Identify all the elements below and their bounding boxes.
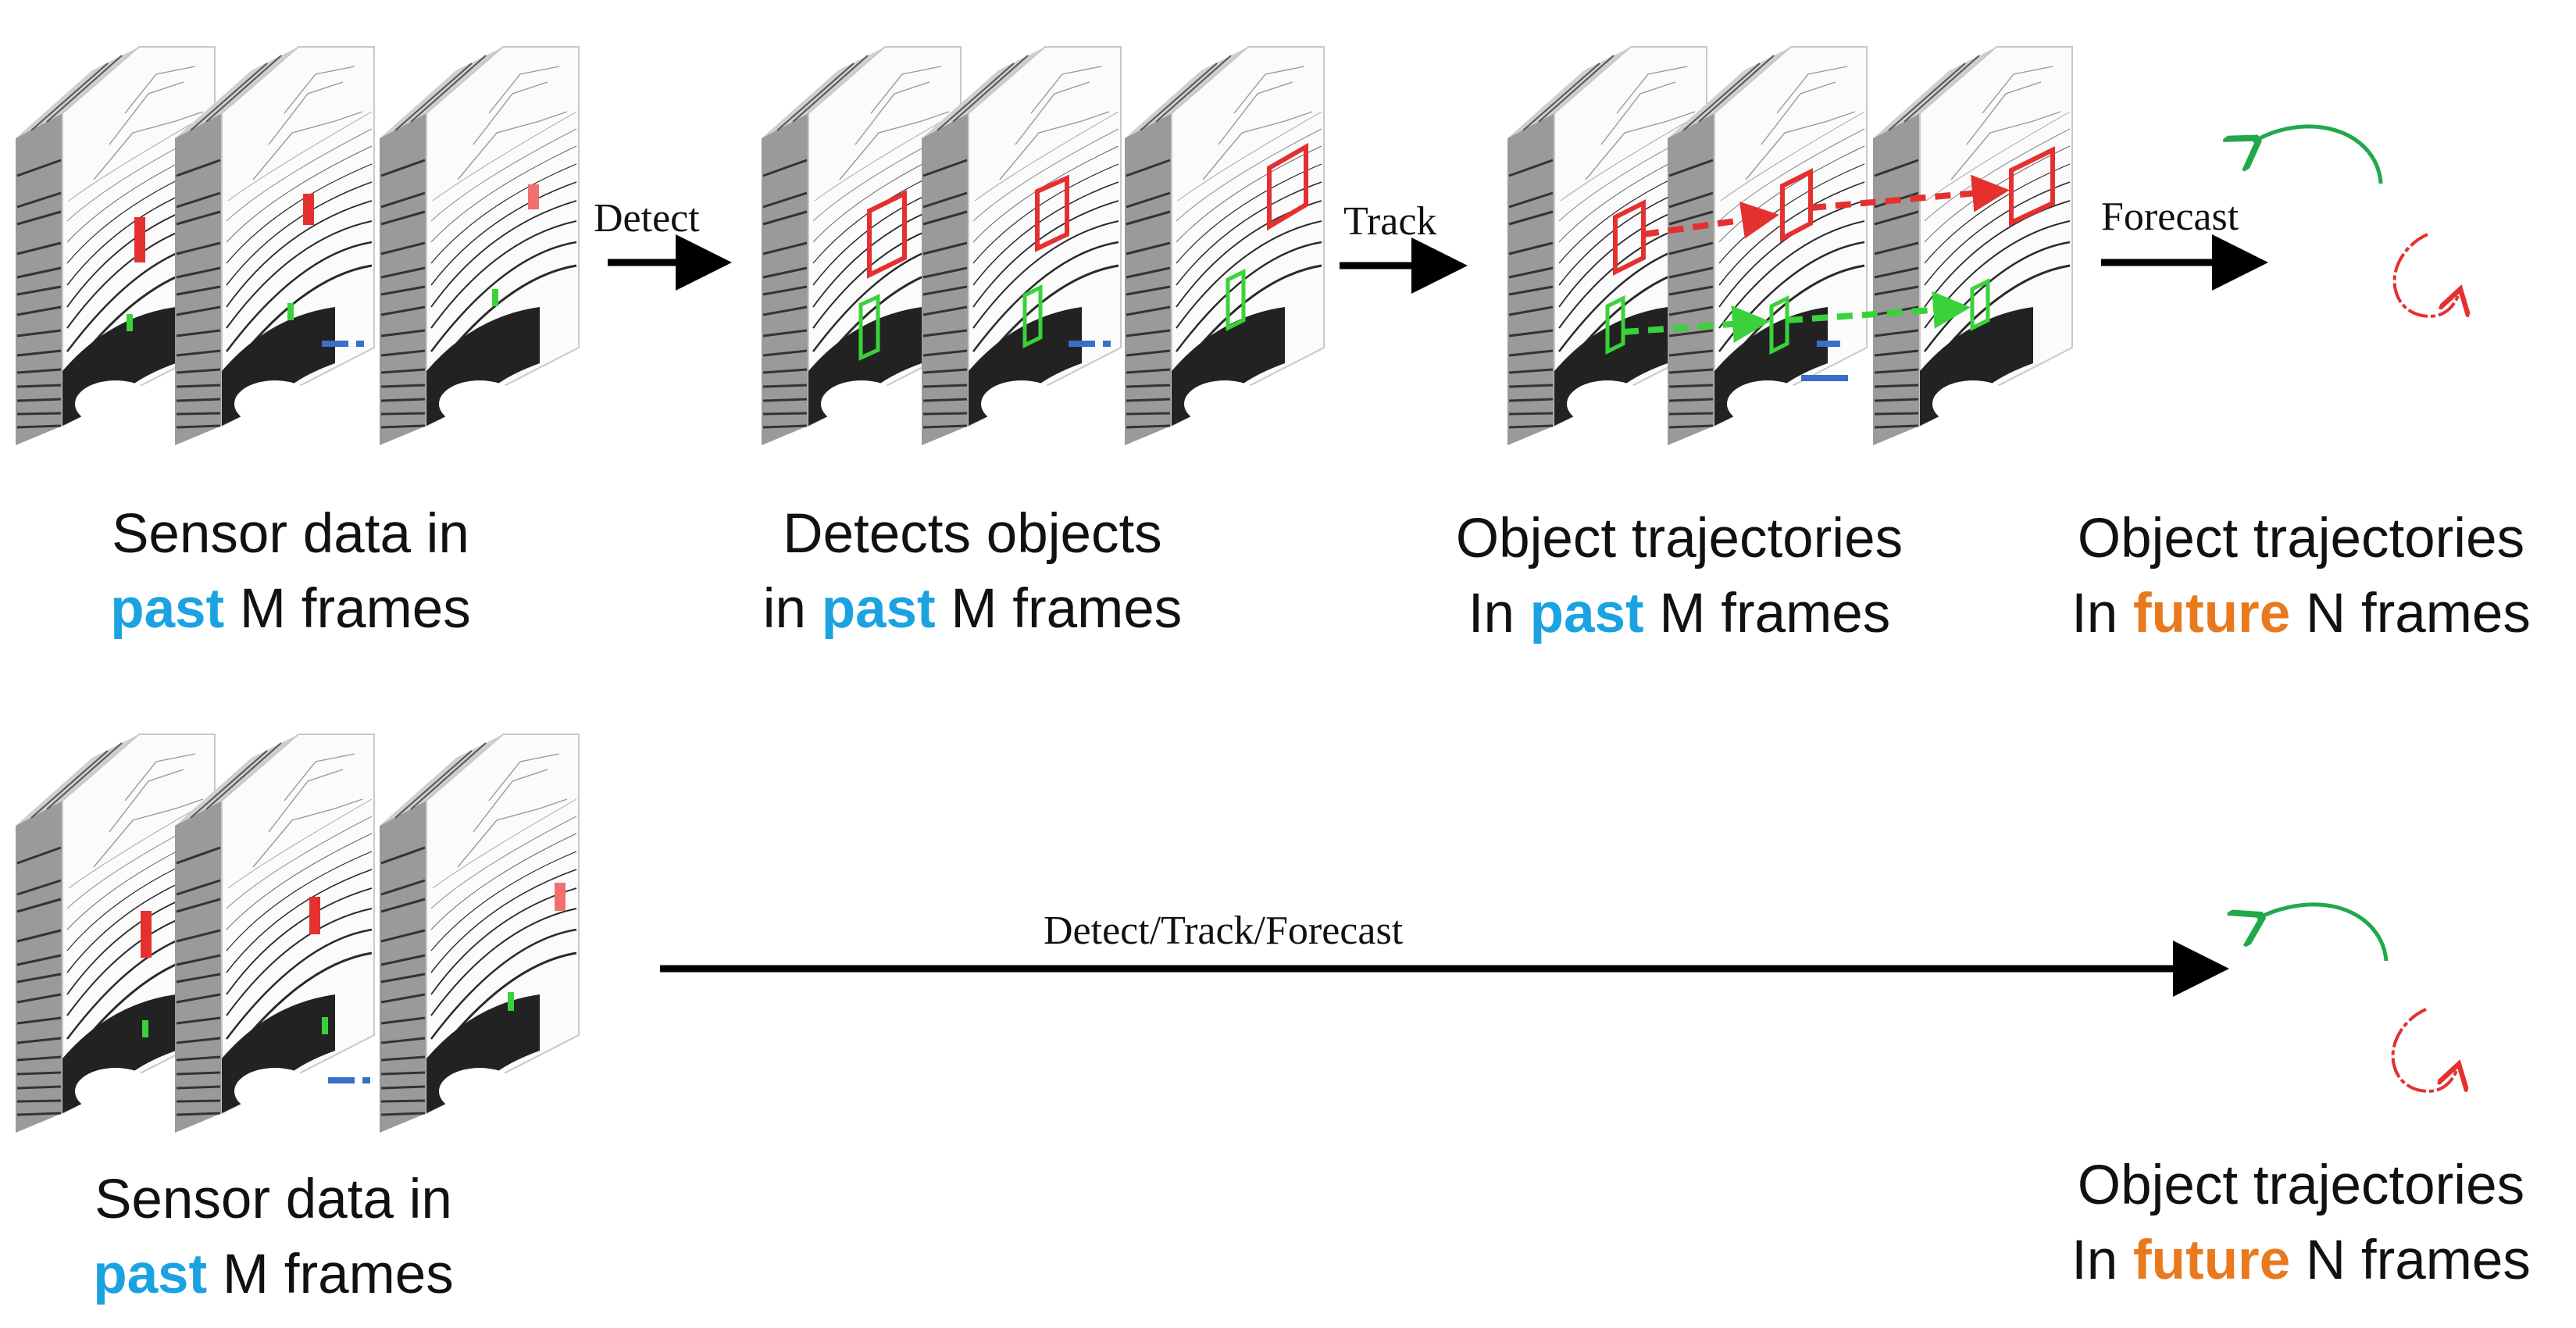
stage-caption: Detects objects in past M frames [722, 497, 1222, 647]
caption-line-2-prefix: in [762, 578, 822, 640]
sensor-frames-group [14, 45, 580, 447]
detection-frames-group [760, 45, 1325, 447]
caption-line-2-prefix: In [1468, 583, 1530, 644]
caption-line-2-prefix: In [2071, 583, 2134, 644]
pedestrian-boxes [1605, 277, 1990, 355]
stage-caption: Object trajectories In future N frames [2035, 502, 2567, 652]
arrow-label: Detect/Track/Forecast [1044, 909, 1404, 953]
caption-line-2-rest: M frames [207, 1244, 454, 1305]
caption-line-2-rest: N frames [2290, 1230, 2531, 1291]
tracking-frames-group [1506, 45, 2074, 447]
stage-caption: Sensor data in past M frames [56, 497, 525, 647]
track-links [1622, 174, 2010, 343]
forecast-trajectories [2253, 124, 2460, 318]
arrow-track: Track [1340, 199, 1468, 294]
caption-line-2: In future N frames [2035, 1223, 2567, 1298]
raw-detections [141, 883, 566, 1037]
caption-highlight: past [110, 578, 225, 640]
stage-caption: Sensor data in past M frames [39, 1162, 508, 1312]
caption-line-1: Object trajectories [2077, 508, 2525, 569]
caption-line-2-rest: N frames [2290, 583, 2531, 644]
forecast-trajectories-row2 [2257, 902, 2459, 1093]
vehicle-boxes [867, 142, 1308, 279]
caption-line-1: Sensor data in [112, 503, 469, 565]
caption-highlight: future [2133, 583, 2291, 644]
arrow-label: Track [1343, 199, 1436, 244]
caption-line-2: past M frames [56, 572, 525, 647]
arrow-detect: Detect [594, 196, 732, 291]
caption-line-2: past M frames [39, 1237, 508, 1312]
vehicle-forecast-path [2392, 233, 2460, 318]
lidar-frame [1871, 45, 2074, 447]
pedestrian-track-link [1786, 291, 1971, 329]
caption-highlight: past [93, 1244, 208, 1305]
pedestrian-boxes [858, 268, 1246, 361]
vehicle-track-link [1810, 174, 2010, 212]
vehicle-track-link [1643, 201, 1779, 239]
caption-line-1: Object trajectories [1455, 508, 1903, 569]
sensor-frames-group-row2 [14, 733, 580, 1134]
lidar-frame [378, 45, 580, 447]
caption-highlight: future [2133, 1230, 2291, 1291]
arrow-forecast: Forecast [2101, 195, 2268, 291]
frame-ellipsis [1801, 341, 1848, 381]
stage-caption: Object trajectories In past M frames [1422, 502, 1937, 652]
caption-line-2-prefix: In [2071, 1230, 2134, 1291]
pedestrian-forecast-path [2253, 124, 2383, 184]
caption-highlight: past [821, 578, 936, 640]
vehicle-boxes [1613, 146, 2055, 276]
caption-line-2: In future N frames [2035, 577, 2567, 652]
stage-caption: Object trajectories In future N frames [2035, 1148, 2567, 1298]
caption-line-2-rest: M frames [1643, 583, 1891, 644]
caption-highlight: past [1529, 583, 1644, 644]
vehicle-forecast-path [2391, 1008, 2459, 1093]
caption-line-2: in past M frames [722, 572, 1222, 647]
arrow-label: Detect [594, 196, 700, 241]
caption-line-1: Detects objects [783, 503, 1162, 565]
caption-line-1: Object trajectories [2077, 1155, 2525, 1216]
raw-detections [127, 184, 539, 331]
arrow-label: Forecast [2101, 195, 2239, 239]
arrow-end-to-end: Detect/Track/Forecast [660, 909, 2229, 997]
pedestrian-forecast-path [2257, 902, 2389, 962]
lidar-frame [1123, 45, 1325, 447]
caption-line-2: In past M frames [1422, 577, 1937, 652]
caption-line-2-rest: M frames [935, 578, 1183, 640]
lidar-frame [378, 733, 580, 1134]
caption-line-1: Sensor data in [95, 1169, 452, 1230]
caption-line-2-rest: M frames [224, 578, 471, 640]
